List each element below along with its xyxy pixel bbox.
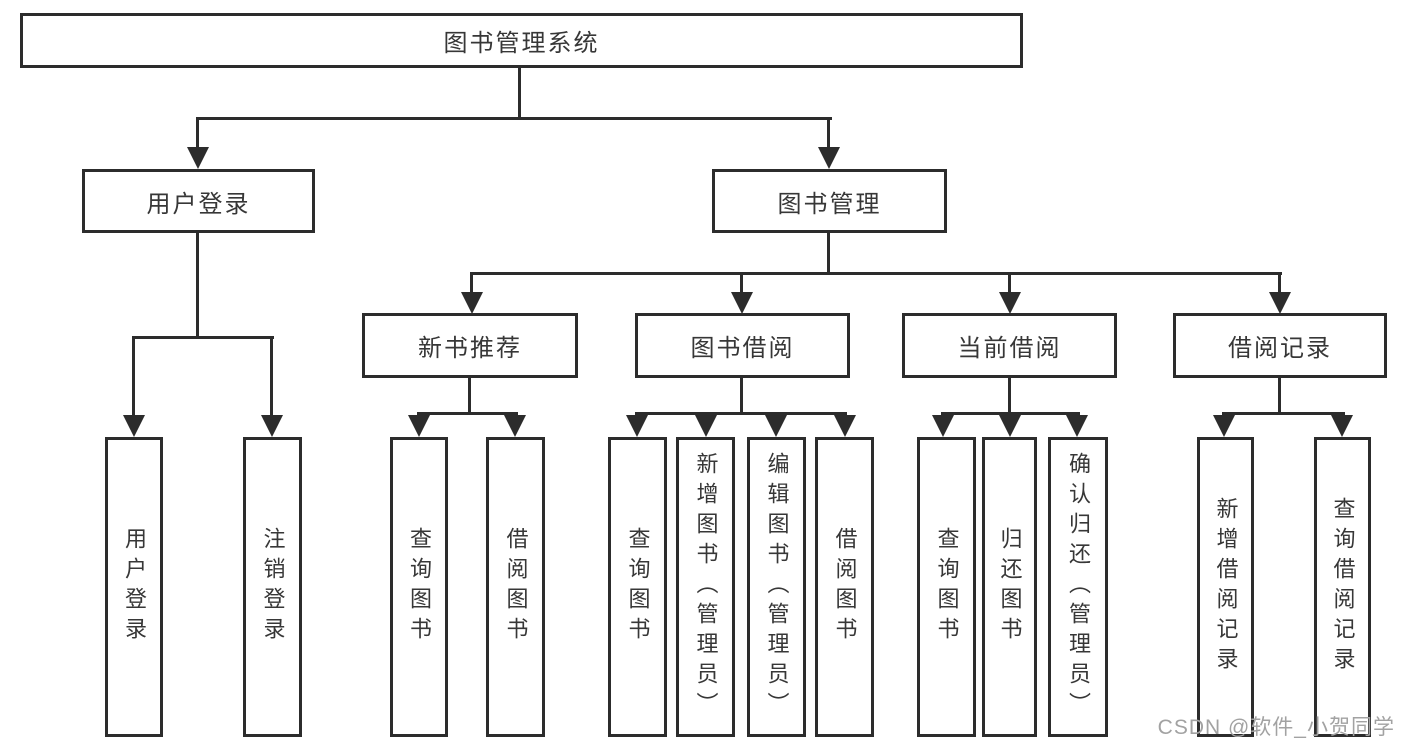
arrowhead-down-icon [695, 415, 717, 437]
arrowhead-down-icon [461, 292, 483, 314]
node-borrow-records: 借阅记录 [1173, 313, 1387, 378]
leaf-query-books-borrowing: 查询图书 [608, 437, 667, 737]
connector-line [1278, 375, 1281, 415]
leaf-add-book-admin: 新增图书（管理员） [676, 437, 735, 737]
leaf-query-borrow-record: 查询借阅记录 [1314, 437, 1371, 737]
arrowhead-down-icon [123, 415, 145, 437]
arrowhead-down-icon [999, 292, 1021, 314]
leaf-query-books-recommend: 查询图书 [390, 437, 448, 737]
connector-line [1008, 375, 1011, 415]
node-current-borrowing: 当前借阅 [902, 313, 1117, 378]
arrowhead-down-icon [408, 415, 430, 437]
arrowhead-down-icon [1331, 415, 1353, 437]
leaf-logout-login: 注销登录 [243, 437, 302, 737]
leaf-edit-book-admin: 编辑图书（管理员） [747, 437, 806, 737]
connector-line [132, 336, 135, 419]
connector-line [1008, 272, 1011, 298]
connector-line [470, 272, 473, 298]
arrowhead-down-icon [261, 415, 283, 437]
arrowhead-down-icon [731, 292, 753, 314]
connector-line [518, 65, 521, 119]
node-user-login: 用户登录 [82, 169, 315, 233]
connector-line [196, 117, 199, 153]
node-root-library-system: 图书管理系统 [20, 13, 1023, 68]
arrowhead-down-icon [999, 415, 1021, 437]
connector-line [132, 336, 274, 339]
csdn-watermark: CSDN @软件_小贺同学 [1157, 716, 1395, 739]
arrowhead-down-icon [818, 147, 840, 169]
leaf-user-login: 用户登录 [105, 437, 163, 737]
leaf-return-book: 归还图书 [982, 437, 1037, 737]
arrowhead-down-icon [626, 415, 648, 437]
connector-line [196, 230, 199, 338]
connector-line [470, 272, 1282, 275]
leaf-borrow-books-recommend: 借阅图书 [486, 437, 545, 737]
arrowhead-down-icon [504, 415, 526, 437]
leaf-confirm-return-admin: 确认归还（管理员） [1048, 437, 1108, 737]
arrowhead-down-icon [932, 415, 954, 437]
connector-line [827, 230, 830, 274]
leaf-add-borrow-record: 新增借阅记录 [1197, 437, 1254, 737]
arrowhead-down-icon [1066, 415, 1088, 437]
connector-line [468, 375, 471, 415]
arrowhead-down-icon [765, 415, 787, 437]
node-book-borrowing: 图书借阅 [635, 313, 850, 378]
connector-line [196, 117, 832, 120]
node-book-management: 图书管理 [712, 169, 947, 233]
arrowhead-down-icon [1213, 415, 1235, 437]
connector-line [740, 375, 743, 415]
connector-line [1222, 412, 1345, 415]
arrowhead-down-icon [187, 147, 209, 169]
connector-line [1278, 272, 1281, 298]
connector-line [740, 272, 743, 298]
connector-line [635, 412, 847, 415]
connector-line [417, 412, 518, 415]
connector-line [270, 336, 273, 419]
connector-line [827, 117, 830, 153]
arrowhead-down-icon [834, 415, 856, 437]
arrowhead-down-icon [1269, 292, 1291, 314]
leaf-borrow-book: 借阅图书 [815, 437, 874, 737]
node-new-book-recommend: 新书推荐 [362, 313, 578, 378]
leaf-query-books-current: 查询图书 [917, 437, 976, 737]
